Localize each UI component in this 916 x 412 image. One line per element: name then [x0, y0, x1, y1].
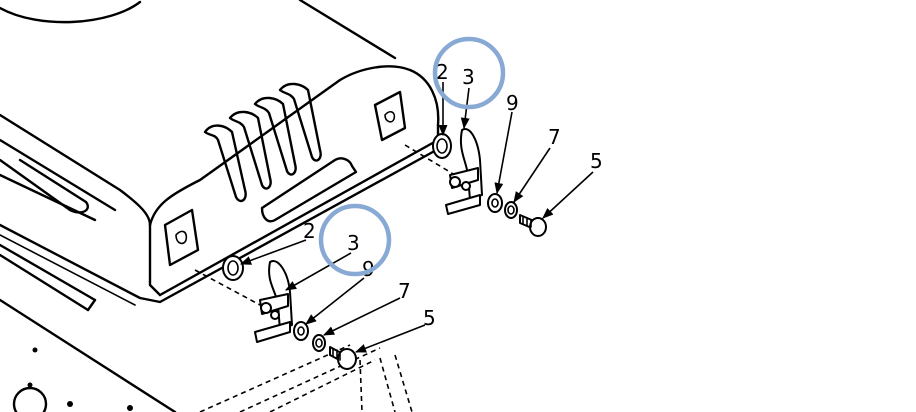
lockwasher-part-7-upper [504, 201, 518, 219]
bushing-part-2-lower [222, 255, 244, 281]
latch-part-3-upper [445, 128, 483, 215]
leader-lines [239, 82, 594, 353]
highlight-rings [318, 36, 506, 277]
lockwasher-part-7-lower [312, 334, 326, 352]
callout-7-upper: 7 [548, 125, 561, 149]
callout-2-upper: 2 [436, 60, 449, 84]
callout-7-lower: 7 [398, 279, 411, 303]
callout-3-upper: 3 [462, 65, 475, 89]
upper-hardware-set [432, 128, 547, 237]
callout-2-lower: 2 [303, 219, 316, 243]
highlight-ring-lower [318, 203, 392, 277]
highlight-ring-upper [432, 36, 506, 110]
lower-hardware-set [222, 255, 357, 370]
callout-5-lower: 5 [423, 306, 436, 330]
bolt-part-5-lower [329, 346, 357, 370]
callout-5-upper: 5 [590, 149, 603, 173]
callout-labels: 2 3 9 7 5 2 3 9 7 5 [303, 60, 603, 330]
bushing-part-2-upper [432, 133, 452, 159]
latch-part-3-lower [254, 260, 293, 343]
callout-3-lower: 3 [347, 231, 360, 255]
bolt-part-5-upper [519, 214, 547, 237]
washer-part-9-upper [487, 193, 503, 213]
callout-9-upper: 9 [506, 91, 519, 115]
washer-part-9-lower [293, 321, 309, 341]
